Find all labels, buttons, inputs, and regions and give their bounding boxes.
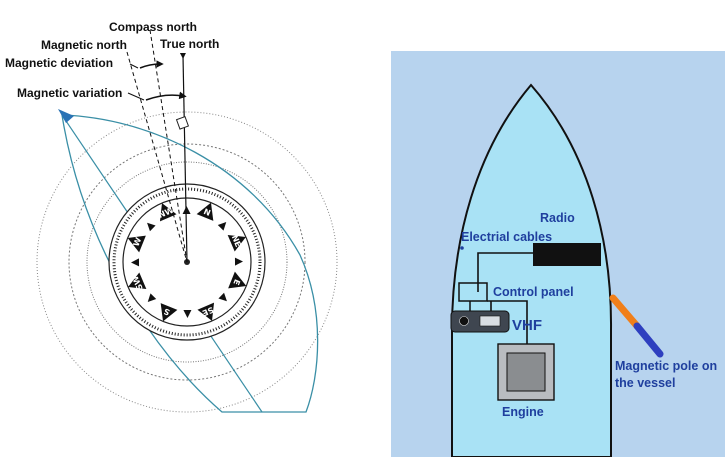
variation-leader [127,92,145,101]
heading-arrowhead [58,109,74,123]
label-electrical-cables: Electrial cables [461,230,552,244]
radio-unit [533,243,601,266]
label-magnetic-pole-line2: the vessel [615,376,675,390]
label-control-panel: Control panel [493,285,574,299]
label-magnetic-north: Magnetic north [41,38,127,52]
label-magnetic-pole-line1: Magnetic pole on [615,359,717,373]
magnet-south-half [633,322,664,358]
magnetic-north-line [126,51,188,263]
rose-label-se: SE [201,305,215,318]
true-north-marker [175,115,190,130]
deviation-leader [129,63,139,69]
rose-label-w: W [132,236,144,248]
vhf-display [479,315,501,327]
vessel-hull [451,83,613,457]
control-panel-box [458,282,488,302]
rose-label-e: E [231,278,241,286]
cable-marker [460,246,464,250]
label-true-north: True north [160,37,219,51]
middle-dial-ring [68,143,306,381]
magnet-north-half [609,294,641,330]
label-engine: Engine [502,405,544,419]
label-magnetic-deviation: Magnetic deviation [5,56,113,70]
label-magnetic-variation: Magnetic variation [17,86,122,100]
vhf-knob [459,316,469,326]
outer-dial-ring [36,111,338,413]
magnetic-deviation-arc [139,60,164,69]
label-vhf: VHF [512,317,542,334]
electrical-cable [477,252,533,292]
vessel-diagram: Radio Electrial cables Control panel VHF… [391,51,725,457]
compass-bowl-tick-ring [112,187,262,337]
compass-rose: N NE E SE S SW W NW [127,202,247,322]
magnetic-variation-arc [145,91,187,101]
label-compass-north: Compass north [109,20,197,34]
inner-dial-ring [86,161,288,363]
rose-label-n: N [202,207,212,218]
rose-label-s: S [162,306,171,317]
rose-label-ne: NE [230,234,243,249]
engine-box-inner [506,352,546,392]
true-north-line [179,52,188,263]
compass-diagram: N NE E SE S SW W NW [5,20,338,413]
label-radio: Radio [540,211,575,225]
